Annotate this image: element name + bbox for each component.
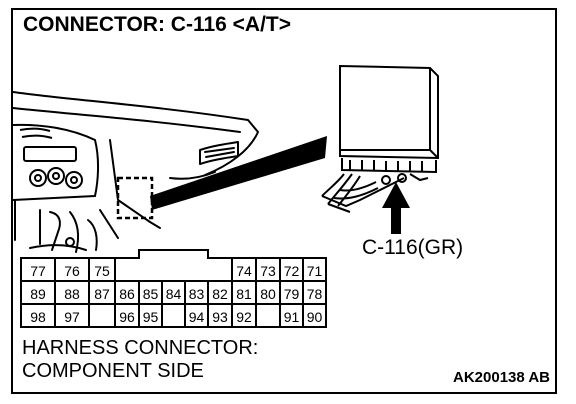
pin-83: 83 <box>188 286 205 302</box>
caption-line-2: COMPONENT SIDE <box>22 360 204 382</box>
pin-85: 85 <box>142 286 159 302</box>
pin-86: 86 <box>119 286 135 302</box>
diagram-title: CONNECTOR: C-116 <A/T> <box>23 13 292 36</box>
pin-89: 89 <box>30 286 46 302</box>
pin-75: 75 <box>94 263 110 279</box>
pin-94: 94 <box>188 309 205 325</box>
connector-arrow <box>382 182 410 234</box>
caption-line-1: HARNESS CONNECTOR: <box>22 337 259 359</box>
pin-91: 91 <box>283 309 300 325</box>
pin-80: 80 <box>260 286 276 302</box>
pin-73: 73 <box>260 263 276 279</box>
pin-96: 96 <box>119 309 135 325</box>
pin-76: 76 <box>64 263 80 279</box>
connector-housing <box>20 249 327 328</box>
drawing-code: AK200138 AB <box>453 369 550 386</box>
pin-79: 79 <box>283 286 300 302</box>
pin-78: 78 <box>306 286 323 302</box>
dashboard-drawing <box>12 91 259 253</box>
pin-87: 87 <box>94 286 110 302</box>
pin-84: 84 <box>165 286 182 302</box>
pin-72: 72 <box>283 263 300 279</box>
pin-77: 77 <box>30 263 46 279</box>
diagram-frame <box>11 8 557 394</box>
pin-92: 92 <box>236 309 252 325</box>
pin-98: 98 <box>30 309 46 325</box>
pin-74: 74 <box>236 263 252 279</box>
pin-88: 88 <box>64 286 80 302</box>
connector-callout-label: C-116(GR) <box>362 236 464 259</box>
control-unit-drawing <box>321 64 439 213</box>
pin-81: 81 <box>236 286 252 302</box>
pin-71: 71 <box>306 263 323 279</box>
pin-97: 97 <box>64 309 80 325</box>
pin-90: 90 <box>306 309 323 325</box>
pin-95: 95 <box>142 309 159 325</box>
leader-beam <box>150 136 327 210</box>
pin-93: 93 <box>212 309 228 325</box>
pin-82: 82 <box>212 286 228 302</box>
